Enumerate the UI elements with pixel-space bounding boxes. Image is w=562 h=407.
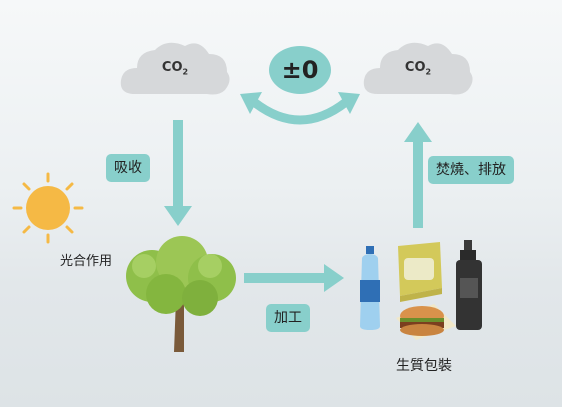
co2-label-right: CO2 (404, 60, 432, 77)
burger-icon (396, 304, 456, 340)
cloud-icon (363, 42, 473, 95)
snack-bag-icon (398, 242, 442, 302)
bioplastic-products (360, 240, 482, 340)
pump-bottle-icon (456, 240, 482, 330)
co2-cloud-right: CO2 (358, 34, 478, 106)
co2-label-left: CO2 (161, 60, 189, 77)
sun-icon (12, 172, 84, 244)
co2-cloud-left: CO2 (115, 34, 235, 106)
cloud-icon (120, 42, 230, 95)
biomass-label: 生質包裝 (396, 358, 452, 374)
absorb-label: 吸收 (106, 154, 150, 182)
process-label: 加工 (266, 304, 310, 332)
photosynthesis-label: 光合作用 (60, 254, 113, 269)
emission-label: 焚燒、排放 (428, 156, 514, 184)
emission-arrow (404, 122, 432, 228)
process-arrow (244, 264, 344, 292)
absorb-arrow (164, 120, 192, 226)
cycle-double-arrow (240, 92, 360, 125)
bottle-icon (360, 246, 380, 330)
tree-icon (126, 236, 236, 352)
balance-badge: ±0 (269, 46, 331, 94)
